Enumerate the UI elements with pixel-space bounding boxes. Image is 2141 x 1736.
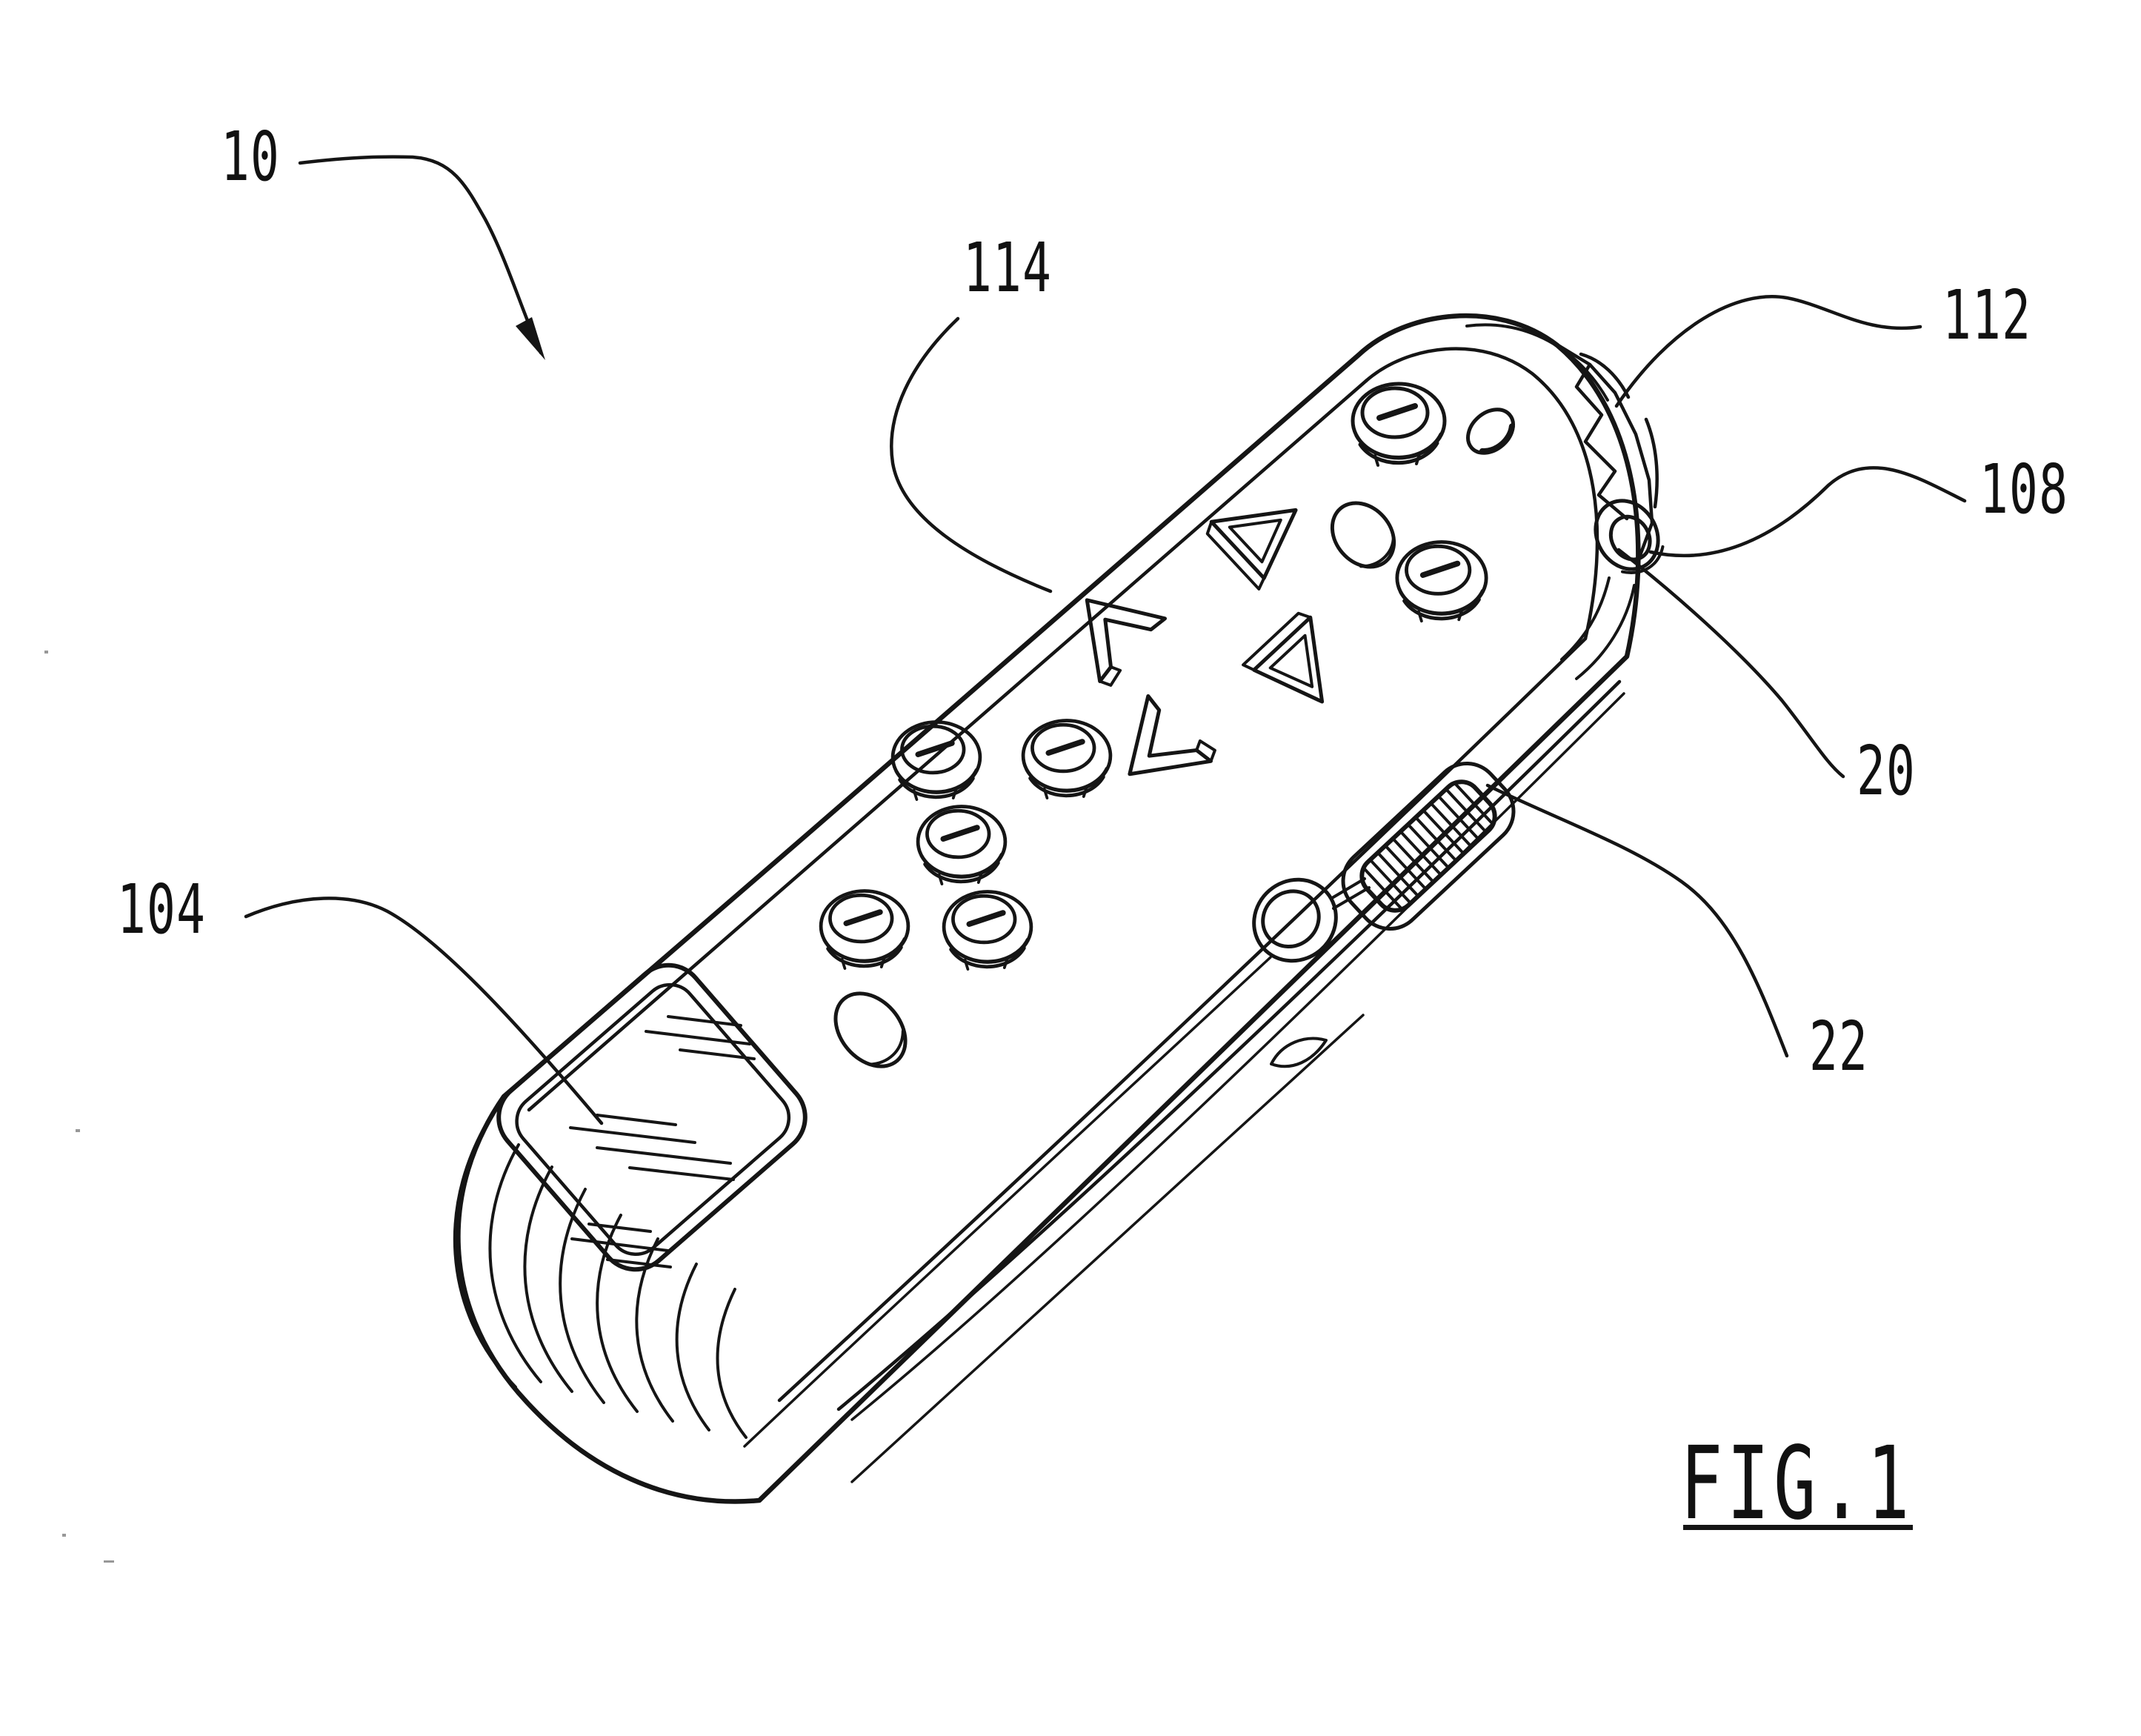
thumbwheel <box>1341 761 1516 931</box>
arrow-keypad <box>1053 474 1358 808</box>
figure-caption-underline <box>1683 1525 1913 1530</box>
leader-104 <box>244 897 604 1125</box>
leader-22 <box>1485 783 1789 1058</box>
side-button <box>1252 877 1371 963</box>
top-button-2 <box>1397 542 1486 622</box>
ref-label-104: 104 <box>117 870 207 949</box>
scan-speck <box>104 1560 114 1563</box>
seam-detail <box>1270 1037 1328 1068</box>
scan-speck <box>76 1129 80 1132</box>
leader-lines <box>244 155 1967 1125</box>
arrow-key-down <box>1099 688 1219 808</box>
arrow-key-left <box>1053 570 1173 689</box>
ref-label-20: 20 <box>1857 731 1917 811</box>
ref-label-10: 10 <box>221 117 281 196</box>
ref-label-22: 22 <box>1809 1007 1869 1086</box>
key-button-2 <box>1023 721 1111 799</box>
top-button-1 <box>1353 384 1445 465</box>
key-button-5 <box>944 892 1031 970</box>
key-button-1 <box>893 722 980 800</box>
display-screen <box>496 962 808 1272</box>
device-body-outline <box>453 313 1641 1504</box>
figure-caption: FIG.1 <box>1680 1426 1914 1543</box>
key-button-3 <box>918 807 1005 885</box>
kidney-button <box>833 991 908 1068</box>
end-lens <box>1560 499 1665 680</box>
grip-lines <box>488 1143 747 1439</box>
leader-10-arrowhead <box>516 317 545 360</box>
ref-label-108: 108 <box>1979 450 2069 529</box>
leader-10 <box>298 155 543 355</box>
keypad-buttons <box>821 384 1515 1068</box>
dome-button <box>1330 501 1396 569</box>
scan-speck <box>62 1534 66 1537</box>
leader-108 <box>1648 466 1967 558</box>
key-button-4 <box>821 891 908 969</box>
oval-opening <box>1466 408 1515 455</box>
leader-112 <box>1614 295 1922 408</box>
arrow-key-right <box>1243 609 1358 724</box>
screen-reflection-lines <box>569 1015 756 1268</box>
scan-speck <box>44 651 48 654</box>
arrow-key-up <box>1203 474 1318 589</box>
leader-114 <box>890 316 1053 593</box>
leader-20 <box>1616 548 1845 779</box>
ref-label-112: 112 <box>1942 276 2032 355</box>
ref-label-114: 114 <box>963 228 1053 307</box>
end-knob <box>1554 342 1659 565</box>
